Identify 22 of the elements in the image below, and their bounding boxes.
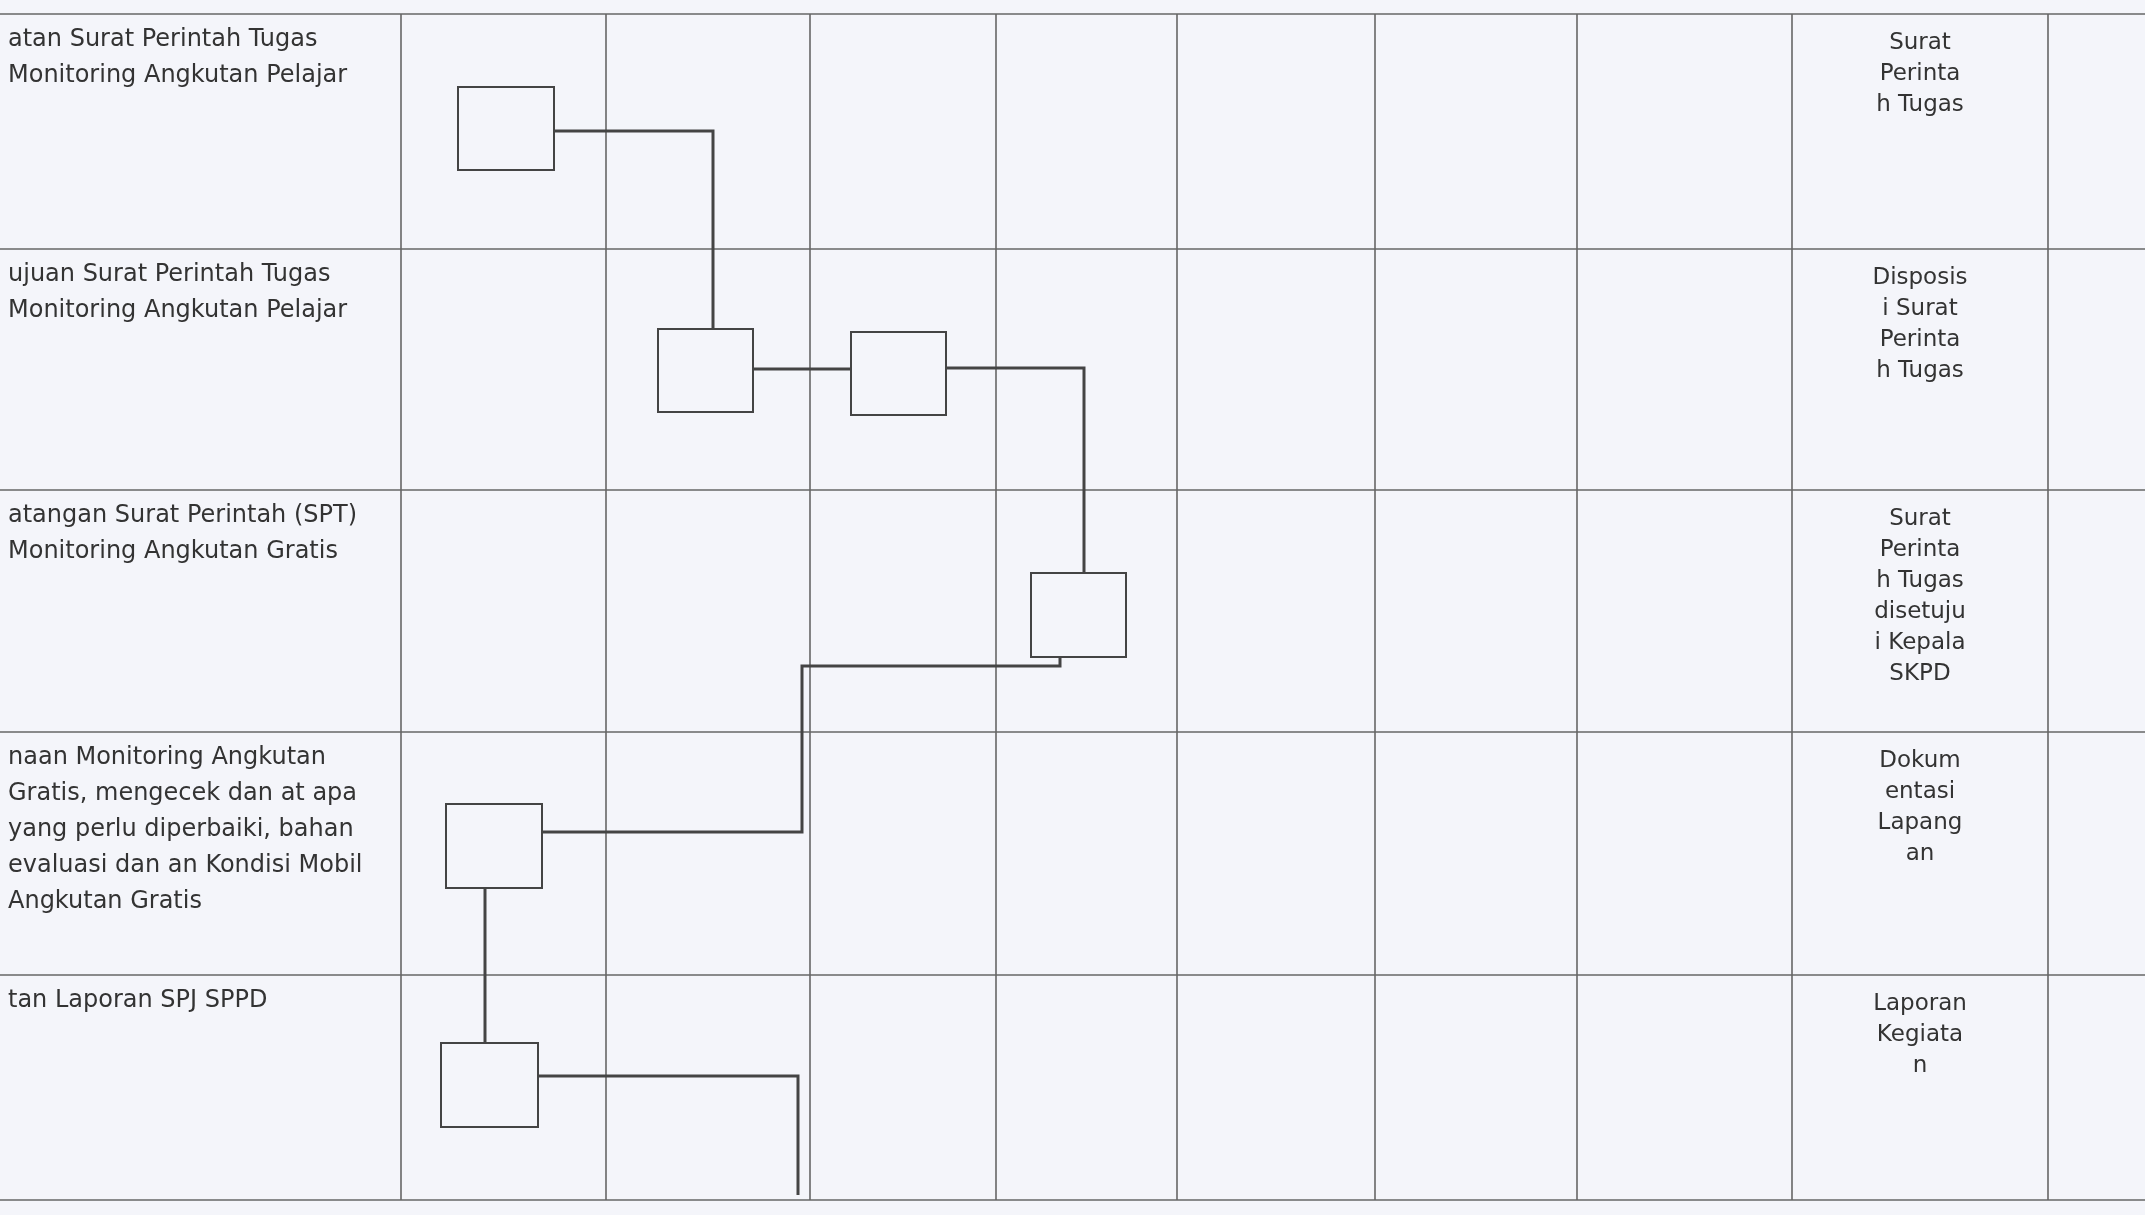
- activity-description: atangan Surat Perintah (SPT) Monitoring Angkutan Gratis: [8, 499, 359, 566]
- connector-line: [539, 1074, 800, 1195]
- connector-line: [947, 366, 1086, 572]
- connector-line: [555, 129, 715, 328]
- process-box: [457, 86, 555, 171]
- process-box: [440, 1042, 539, 1128]
- activity-description: ujuan Surat Perintah Tugas Monitoring Angkutan Pelajar: [8, 258, 349, 325]
- output-document-text: Dokum entasi Lapang an: [1876, 745, 1964, 867]
- process-box: [445, 803, 543, 889]
- activity-description: tan Laporan SPJ SPPD: [8, 984, 269, 1015]
- connector-line: [754, 367, 850, 371]
- connector-line: [483, 889, 487, 1042]
- output-document-text: Surat Perinta h Tugas disetuju i Kepala SKPD: [1873, 503, 1967, 687]
- activity-description: atan Surat Perintah Tugas Monitoring Angkutan Pelajar: [8, 23, 349, 90]
- process-box: [850, 331, 947, 416]
- output-document-text: Laporan Kegiata n: [1872, 988, 1968, 1079]
- connector-line: [543, 658, 1062, 834]
- output-document-text: Surat Perinta h Tugas: [1875, 27, 1965, 118]
- process-box: [657, 328, 754, 413]
- activity-description: naan Monitoring Angkutan Gratis, mengecek dan at apa yang perlu diperbaiki, bahan evaluasi dan an Kondisi Mobil Angkutan Gratis: [8, 741, 364, 916]
- process-box: [1030, 572, 1127, 658]
- output-document-text: Disposis i Surat Perinta h Tugas: [1872, 262, 1968, 384]
